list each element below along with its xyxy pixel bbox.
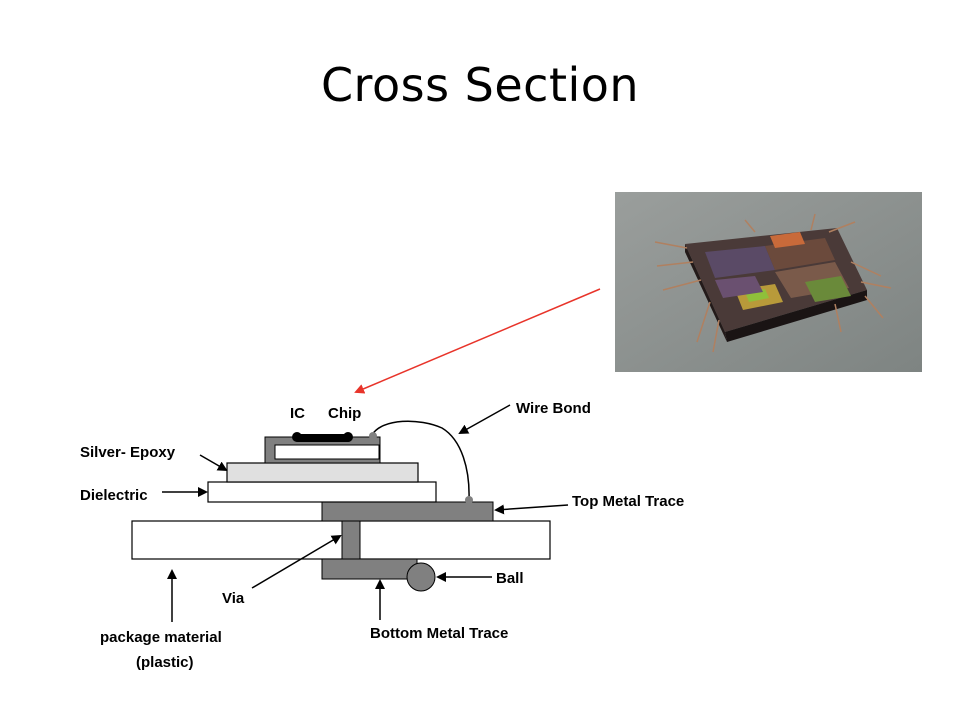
slide-title: Cross Section	[320, 58, 640, 112]
wire-bond-trace-end	[465, 496, 473, 504]
chip-photo	[615, 192, 922, 372]
photo-pointer-arrow	[354, 288, 601, 394]
ic-chip-die	[274, 444, 380, 460]
label-wire-bond: Wire Bond	[516, 400, 591, 417]
ic-bond-right	[343, 432, 353, 442]
arrow-wire-bond	[458, 404, 511, 434]
label-chip: Chip	[328, 405, 361, 422]
wire-bond	[371, 420, 470, 501]
label-package-material: package material	[100, 629, 222, 646]
label-ic: IC	[290, 405, 305, 422]
package-material	[131, 520, 551, 560]
wire-bond-chip-end	[369, 432, 377, 440]
top-metal-trace	[321, 501, 494, 522]
via	[341, 520, 361, 560]
label-dielectric: Dielectric	[80, 487, 148, 504]
arrow-top-metal-trace	[494, 504, 569, 515]
label-ball: Ball	[496, 570, 524, 587]
solder-ball	[406, 562, 436, 592]
bottom-metal-trace	[321, 558, 418, 580]
arrow-silver-epoxy	[199, 454, 228, 471]
label-via: Via	[222, 590, 245, 607]
label-top-metal-trace: Top Metal Trace	[572, 493, 684, 510]
label-bottom-metal-trace: Bottom Metal Trace	[370, 625, 508, 642]
dielectric-layer	[207, 481, 437, 503]
arrow-via	[251, 534, 342, 589]
label-silver-epoxy: Silver- Epoxy	[80, 444, 176, 461]
label-plastic: (plastic)	[136, 654, 194, 671]
silver-epoxy-layer	[226, 462, 419, 483]
ic-bond-left	[292, 432, 302, 442]
ic-chip-pad	[294, 434, 352, 442]
